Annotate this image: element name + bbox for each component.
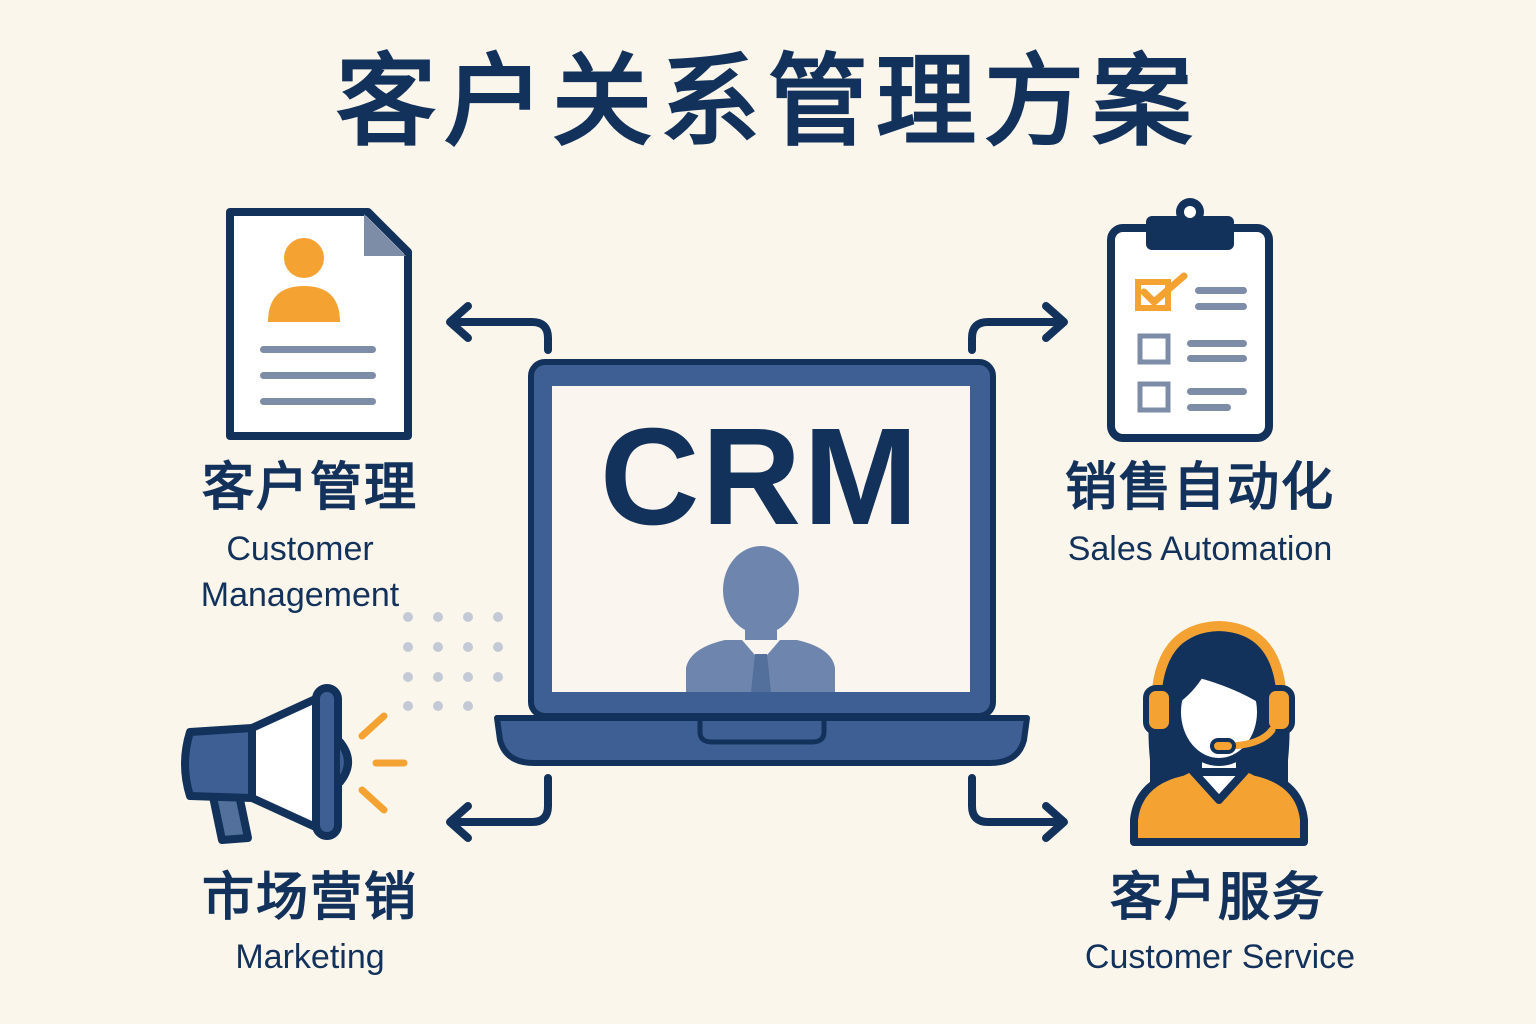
- customer-management-en-line2: Management: [200, 575, 400, 614]
- customer-service-en: Customer Service: [1084, 938, 1356, 976]
- clipboard-checklist-icon: [1107, 198, 1273, 442]
- decorative-dot-grid: [403, 612, 503, 711]
- support-agent-headset-icon: [1130, 621, 1308, 846]
- marketing-en: Marketing: [235, 938, 385, 976]
- arrow-to-sales-automation: [968, 302, 1068, 354]
- customer-management-en-line1: Customer: [226, 530, 374, 568]
- sales-automation-zh: 销售自动化: [1064, 458, 1335, 518]
- page-title: 客户关系管理方案: [336, 43, 1200, 160]
- marketing-zh: 市场营销: [201, 868, 418, 928]
- customer-service-zh: 客户服务: [1109, 868, 1326, 928]
- customer-management-zh: 客户管理: [201, 458, 418, 518]
- arrow-to-marketing: [446, 774, 552, 842]
- megaphone-icon: [181, 684, 352, 844]
- arrow-to-customer-service: [968, 774, 1068, 842]
- arrow-to-customer-management: [446, 302, 552, 354]
- sales-automation-en: Sales Automation: [1067, 530, 1333, 568]
- crm-label: CRM: [599, 400, 921, 554]
- customer-management-en: Customer Management: [140, 527, 460, 619]
- businessman-silhouette: [686, 546, 835, 692]
- sound-wave-lines: [358, 712, 408, 814]
- contact-document-icon: [226, 208, 412, 440]
